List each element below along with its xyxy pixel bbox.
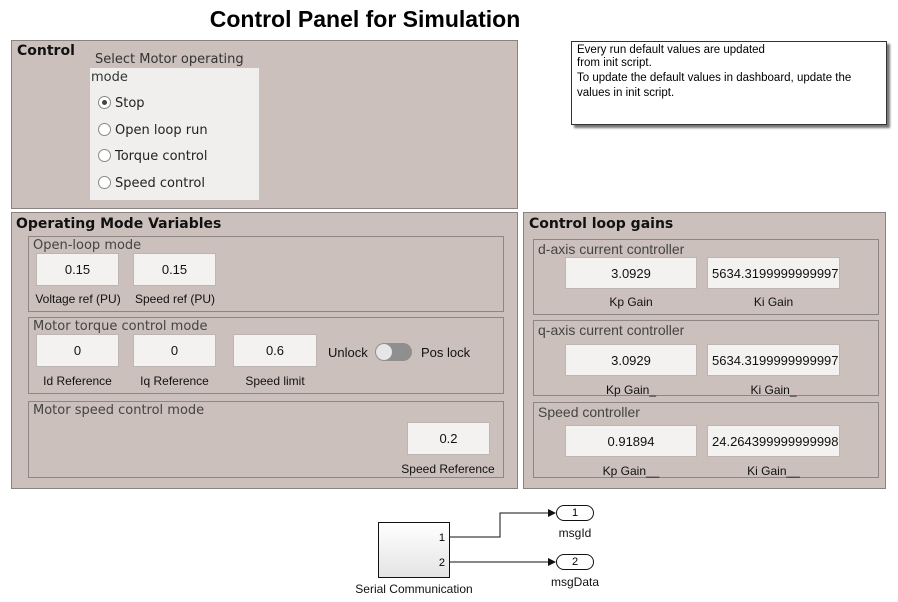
note-line: from init script. — [577, 57, 652, 69]
toggle-knob — [376, 344, 392, 360]
position-lock-toggle[interactable] — [375, 343, 412, 361]
id-reference-label: Id Reference — [43, 374, 112, 388]
torque-group: Motor torque control mode — [28, 317, 504, 394]
control-panel: Control — [11, 40, 518, 209]
toggle-right-label: Pos lock — [421, 345, 471, 360]
radio-stop-label: Stop — [115, 96, 145, 111]
radio-unselected-icon — [98, 176, 111, 189]
radio-open-loop-run[interactable]: Open loop run — [98, 123, 208, 138]
iq-reference-label: Iq Reference — [140, 374, 209, 388]
voltage-ref-label: Voltage ref (PU) — [35, 292, 121, 306]
q-axis-kp-field[interactable]: 3.0929 — [565, 344, 697, 376]
speed-controller-group: Speed controller — [533, 402, 879, 478]
d-axis-title: d-axis current controller — [538, 241, 685, 257]
d-axis-ki-field[interactable]: 5634.3199999999997 — [707, 257, 840, 289]
speed-ki-field[interactable]: 24.264399999999998 — [707, 425, 840, 457]
q-axis-title: q-axis current controller — [538, 322, 685, 338]
id-reference-field[interactable]: 0 — [36, 334, 119, 367]
radio-speed-label: Speed control — [115, 176, 205, 191]
arrowhead-icon — [548, 509, 556, 517]
d-axis-group: d-axis current controller — [533, 239, 879, 315]
radio-torque-control[interactable]: Torque control — [98, 149, 208, 164]
d-axis-kp-label: Kp Gain — [609, 295, 653, 309]
note-line: To update the default values in dashboar… — [577, 72, 852, 84]
gains-heading: Control loop gains — [529, 216, 674, 232]
speed-limit-label: Speed limit — [245, 374, 305, 388]
note-line: Every run default values are updated — [577, 44, 765, 56]
speed-group: Motor speed control mode — [28, 401, 504, 478]
signal-line-msgid — [450, 512, 548, 538]
q-axis-ki-field[interactable]: 5634.3199999999997 — [707, 344, 840, 376]
speed-kp-label: Kp Gain__ — [602, 464, 660, 478]
d-axis-kp-field[interactable]: 3.0929 — [565, 257, 697, 289]
block-port-2: 2 — [438, 557, 445, 569]
block-port-1: 1 — [438, 532, 445, 544]
voltage-ref-field[interactable]: 0.15 — [36, 253, 119, 286]
open-loop-title: Open-loop mode — [33, 238, 142, 253]
radio-group-label-line2: mode — [91, 70, 128, 85]
torque-title: Motor torque control mode — [33, 319, 208, 334]
outport-msgid-label: msgId — [558, 526, 592, 540]
speed-ki-label: Ki Gain__ — [747, 464, 800, 478]
arrowhead-icon — [548, 558, 556, 566]
radio-selected-icon — [98, 96, 111, 109]
q-axis-ki-label: Ki Gain_ — [750, 383, 797, 397]
radio-open-loop-label: Open loop run — [115, 123, 208, 138]
speed-controller-title: Speed controller — [538, 404, 640, 420]
q-axis-kp-label: Kp Gain_ — [605, 383, 657, 397]
speed-title: Motor speed control mode — [33, 403, 205, 418]
speed-reference-field[interactable]: 0.2 — [407, 422, 490, 455]
speed-ref-field[interactable]: 0.15 — [133, 253, 216, 286]
serial-communication-block[interactable]: 1 2 — [378, 522, 450, 578]
speed-limit-field[interactable]: 0.6 — [233, 334, 317, 367]
d-axis-ki-label: Ki Gain — [753, 295, 794, 309]
note-line: values in init script. — [577, 87, 675, 99]
outport-msgdata-label: msgData — [550, 575, 600, 589]
q-axis-group: q-axis current controller — [533, 320, 879, 396]
radio-unselected-icon — [98, 149, 111, 162]
outport-msgid[interactable]: 1 — [556, 505, 594, 521]
radio-torque-label: Torque control — [115, 149, 208, 164]
outport-msgdata[interactable]: 2 — [556, 554, 594, 570]
control-heading: Control — [17, 43, 75, 59]
operating-heading: Operating Mode Variables — [16, 216, 222, 232]
open-loop-group: Open-loop mode — [28, 236, 504, 312]
speed-kp-field[interactable]: 0.91894 — [565, 425, 697, 457]
iq-reference-field[interactable]: 0 — [133, 334, 216, 367]
info-note: Every run default values are updated fro… — [571, 41, 887, 125]
radio-group-label-line1: Select Motor operating — [95, 52, 244, 67]
speed-ref-label: Speed ref (PU) — [134, 292, 216, 306]
radio-stop[interactable]: Stop — [98, 96, 145, 111]
serial-communication-label: Serial Communication — [355, 582, 473, 596]
radio-unselected-icon — [98, 123, 111, 136]
speed-reference-label: Speed Reference — [401, 462, 495, 476]
operating-mode-radio-group: mode Stop Open loop run Torque control S… — [90, 68, 259, 200]
page-title: Control Panel for Simulation — [209, 6, 521, 32]
radio-speed-control[interactable]: Speed control — [98, 176, 205, 191]
toggle-left-label: Unlock — [328, 345, 368, 360]
